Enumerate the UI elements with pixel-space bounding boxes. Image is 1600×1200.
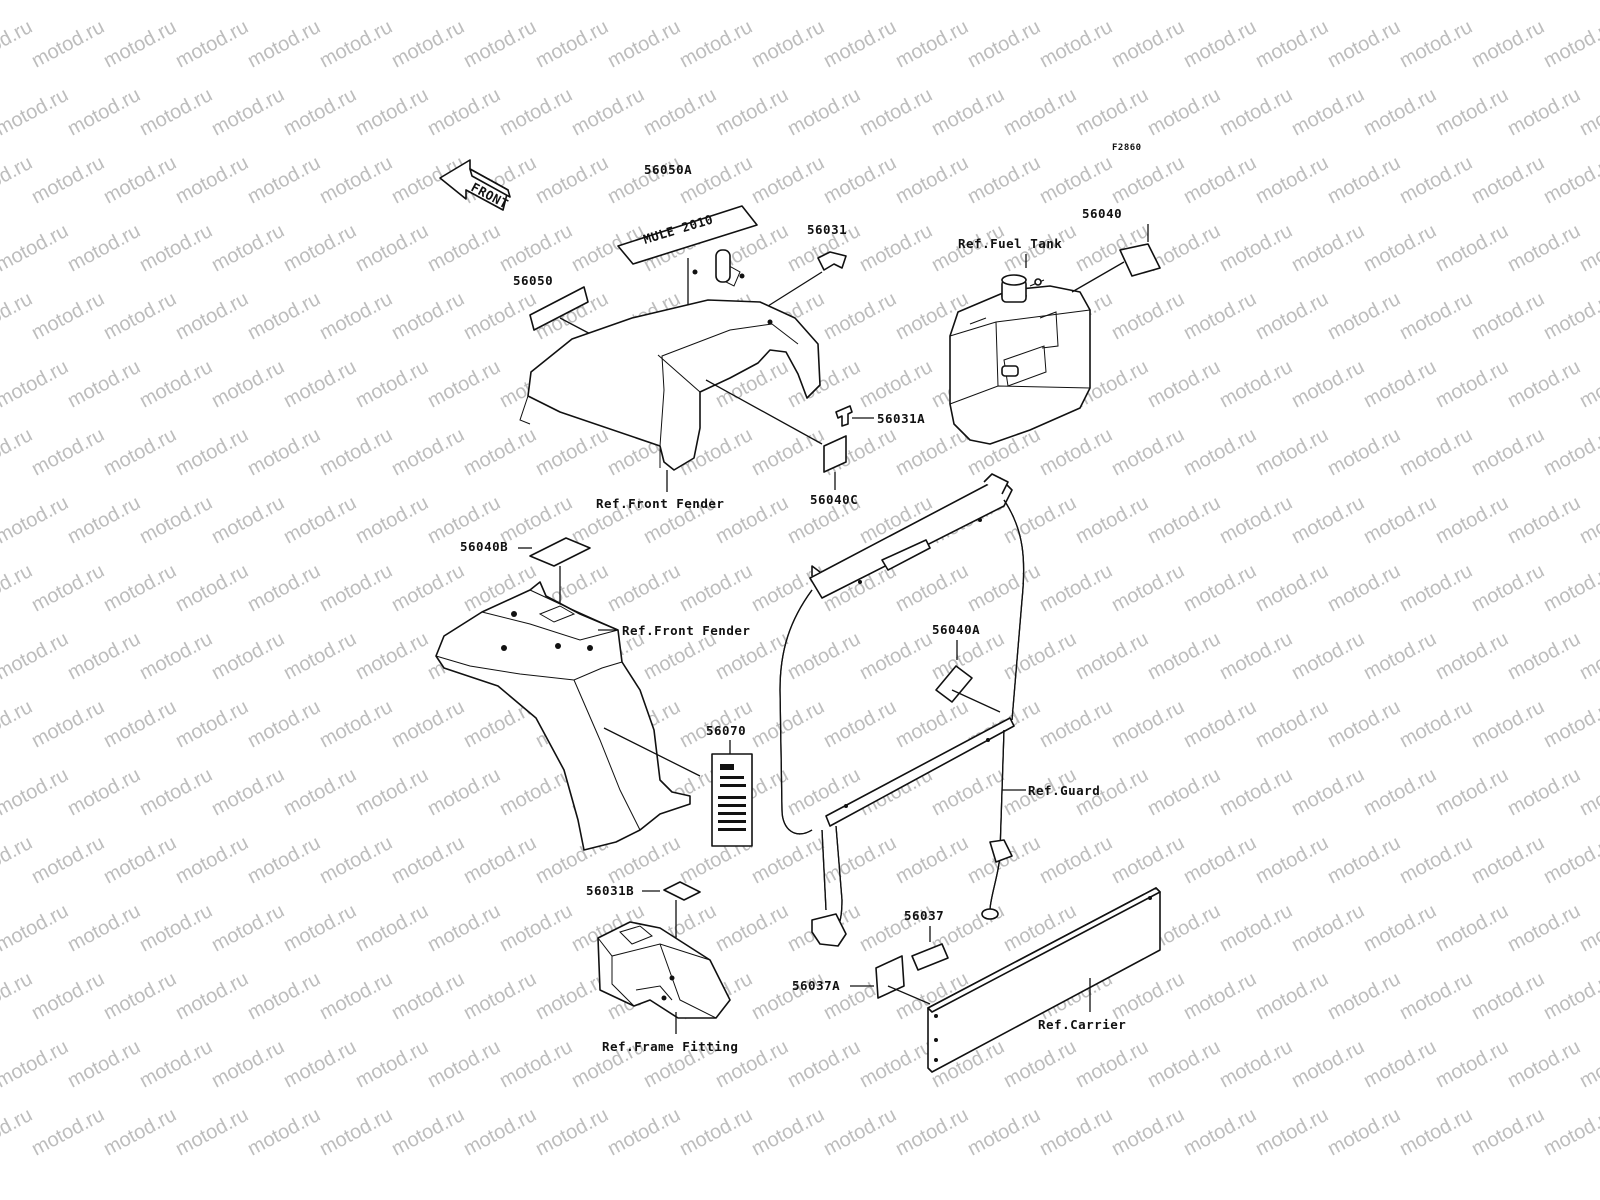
callout-56040C: 56040C — [810, 492, 858, 507]
callout-56070: 56070 — [706, 723, 746, 738]
ref-guard: Ref.Guard — [1028, 783, 1100, 798]
front-fender-lower — [435, 581, 691, 851]
carrier-plate — [927, 887, 1161, 1073]
decal-56050 — [529, 286, 589, 331]
ref-frame-fitting: Ref.Frame Fitting — [602, 1039, 738, 1054]
ref-front-fender-top: Ref.Front Fender — [596, 496, 724, 511]
callout-56040A: 56040A — [932, 622, 980, 637]
fuel-tank — [949, 274, 1091, 445]
callout-56031A: 56031A — [877, 411, 925, 426]
decal-56031B — [663, 881, 701, 901]
callout-56031B: 56031B — [586, 883, 634, 898]
ref-carrier: Ref.Carrier — [1038, 1017, 1126, 1032]
logo-decal: MULE 2010 — [617, 205, 758, 265]
frame-fitting — [597, 921, 731, 1019]
ref-front-fender-mid: Ref.Front Fender — [622, 623, 750, 638]
callout-56031: 56031 — [807, 222, 847, 237]
watermark-text: motod.ru — [1576, 0, 1600, 4]
callout-56037A: 56037A — [792, 978, 840, 993]
front-fender-top — [519, 249, 821, 471]
decal-56037 — [911, 943, 949, 971]
front-arrow-icon: FRONT — [439, 159, 511, 211]
decal-56040C — [823, 435, 847, 473]
callout-56050A: 56050A — [644, 162, 692, 177]
ref-fuel-tank: Ref.Fuel Tank — [958, 236, 1062, 251]
figure-id: F2860 — [1112, 143, 1142, 153]
decal-56037A — [875, 955, 905, 999]
callout-56050: 56050 — [513, 273, 553, 288]
decal-56040 — [1119, 243, 1161, 277]
callout-56037: 56037 — [904, 908, 944, 923]
callout-56040: 56040 — [1082, 206, 1122, 221]
decal-56031A — [835, 405, 853, 427]
callout-56040B: 56040B — [460, 539, 508, 554]
decal-56040A — [935, 665, 973, 703]
guard-frame — [779, 473, 1025, 947]
decal-56031 — [817, 251, 847, 271]
warning-label-56070 — [711, 753, 753, 847]
decal-56040B — [529, 537, 591, 567]
